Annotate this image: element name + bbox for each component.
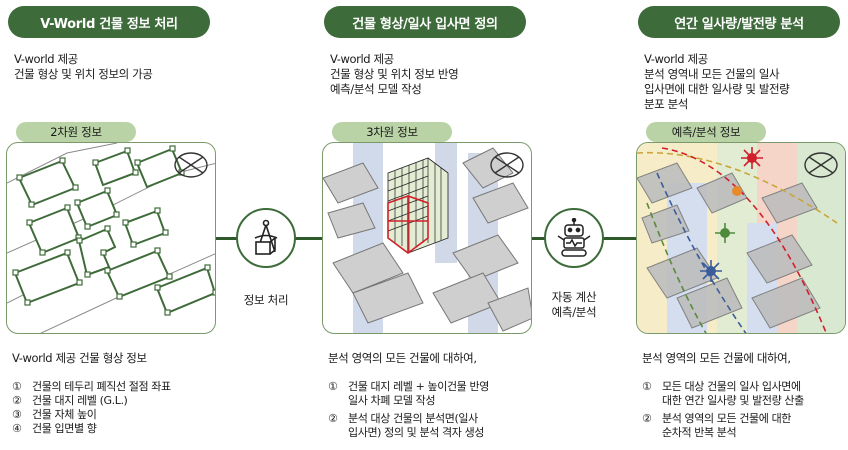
item-number: ③ <box>12 408 22 421</box>
list-item: ② 건물 대지 레벨 (G.L.) <box>12 394 227 408</box>
intro-line: 건물 형상 및 위치 정보 반영 <box>330 67 459 81</box>
north-compass-icon <box>174 152 208 178</box>
header-vworld-processing: V-World 건물 정보 처리 <box>8 6 210 38</box>
connector-caption: 자동 계산 예측/분석 <box>538 290 610 320</box>
robot-icon <box>557 218 591 257</box>
item-text: 건물 대지 레벨 + 높이건물 반영 일사 차폐 모델 작성 <box>348 380 489 407</box>
intro-line: V-world 제공 <box>644 52 708 66</box>
connector-caption: 정보 처리 <box>243 293 289 307</box>
list-item: ① 모든 대상 건물의 일사 입사면에 대한 연간 일사량 및 발전량 산출 <box>642 380 848 408</box>
list-item: ② 분석 대상 건물의 분석면(일사 입사면) 정의 및 분석 격자 생성 <box>328 412 543 440</box>
caption-line: 예측/분석 <box>551 305 597 319</box>
sun-marker-icons <box>700 147 763 282</box>
column-3d-model: 건물 형상/일사 입사면 정의 V-world 제공 건물 형상 및 위치 정보… <box>322 0 532 450</box>
compass-tool-circle <box>236 208 296 268</box>
item-text: 분석 대상 건물의 분석면(일사 입사면) 정의 및 분석 격자 생성 <box>348 412 485 439</box>
list-item: ① 건물의 테두리 폐직선 절점 좌표 <box>12 380 227 394</box>
item-list: ① 건물의 테두리 폐직선 절점 좌표 ② 건물 대지 레벨 (G.L.) ③ 건물 … <box>12 380 227 436</box>
item-number: ② <box>12 394 22 407</box>
section-title: 분석 영역의 모든 건물에 대하여, <box>642 351 791 365</box>
item-number: ② <box>328 412 338 425</box>
item-text: 분석 영역의 모든 건물에 대한 순차적 반복 분석 <box>662 412 792 439</box>
intro-line: 예측/분석 모델 작성 <box>330 82 422 96</box>
item-number: ① <box>642 380 652 393</box>
building-footprint-map <box>7 143 215 333</box>
intro-text: V-world 제공 건물 형상 및 위치 정보의 가공 <box>14 52 214 82</box>
intro-line: V-world 제공 <box>330 52 394 66</box>
map-3d-tile <box>322 142 532 334</box>
intro-text: V-world 제공 분석 영역내 모든 건물의 일사 입사면에 대한 일사량 … <box>644 52 844 112</box>
column-2d-processing: V-World 건물 정보 처리 V-world 제공 건물 형상 및 위치 정… <box>6 0 216 450</box>
item-text: 건물 입면별 향 <box>32 422 97 435</box>
intro-line: 분석 영역내 모든 건물의 일사 <box>644 67 780 81</box>
intro-line: 건물 형상 및 위치 정보의 가공 <box>14 67 153 81</box>
item-text: 건물 자체 높이 <box>32 408 97 421</box>
item-number: ① <box>12 380 22 393</box>
item-number: ② <box>642 412 652 425</box>
label-analysis-info: 예측/분석 정보 <box>646 122 766 142</box>
section-title: V-world 제공 건물 형상 정보 <box>12 351 147 365</box>
robot-tool-circle <box>544 208 604 268</box>
solar-analysis-map <box>637 143 845 333</box>
north-compass-icon <box>490 152 524 178</box>
item-number: ① <box>328 380 338 393</box>
intro-line: 분포 분석 <box>644 97 688 111</box>
grid-building <box>387 157 449 254</box>
north-compass-icon <box>804 152 838 178</box>
analysis-map-tile <box>636 142 846 334</box>
column-analysis: 연간 일사량/발전량 분석 V-world 제공 분석 영역내 모든 건물의 일… <box>636 0 846 450</box>
list-item: ③ 건물 자체 높이 <box>12 408 227 422</box>
label-2d-info: 2차원 정보 <box>16 122 136 142</box>
item-text: 건물의 테두리 폐직선 절점 좌표 <box>32 380 171 393</box>
item-number: ④ <box>12 422 22 435</box>
intro-line: 입사면에 대한 일사량 및 발전량 <box>644 82 790 96</box>
3d-building-model <box>323 143 531 333</box>
item-text: 모든 대상 건물의 일사 입사면에 대한 연간 일사량 및 발전량 산출 <box>662 380 804 407</box>
section-title: 분석 영역의 모든 건물에 대하여, <box>328 351 477 365</box>
intro-text: V-world 제공 건물 형상 및 위치 정보 반영 예측/분석 모델 작성 <box>330 52 530 97</box>
item-text: 건물 대지 레벨 (G.L.) <box>32 394 128 407</box>
header-shape-definition: 건물 형상/일사 입사면 정의 <box>324 6 526 38</box>
caption-line: 자동 계산 <box>551 290 597 304</box>
map-2d-tile <box>6 142 216 334</box>
compass-icon <box>254 219 278 255</box>
item-list: ① 건물 대지 레벨 + 높이건물 반영 일사 차폐 모델 작성 ② 분석 대상 건… <box>328 380 543 444</box>
list-item: ② 분석 영역의 모든 건물에 대한 순차적 반복 분석 <box>642 412 848 440</box>
list-item: ① 건물 대지 레벨 + 높이건물 반영 일사 차폐 모델 작성 <box>328 380 543 408</box>
intro-line: V-world 제공 <box>14 52 78 66</box>
label-3d-info: 3차원 정보 <box>332 122 452 142</box>
list-item: ④ 건물 입면별 향 <box>12 422 227 436</box>
header-annual-analysis: 연간 일사량/발전량 분석 <box>638 6 840 38</box>
